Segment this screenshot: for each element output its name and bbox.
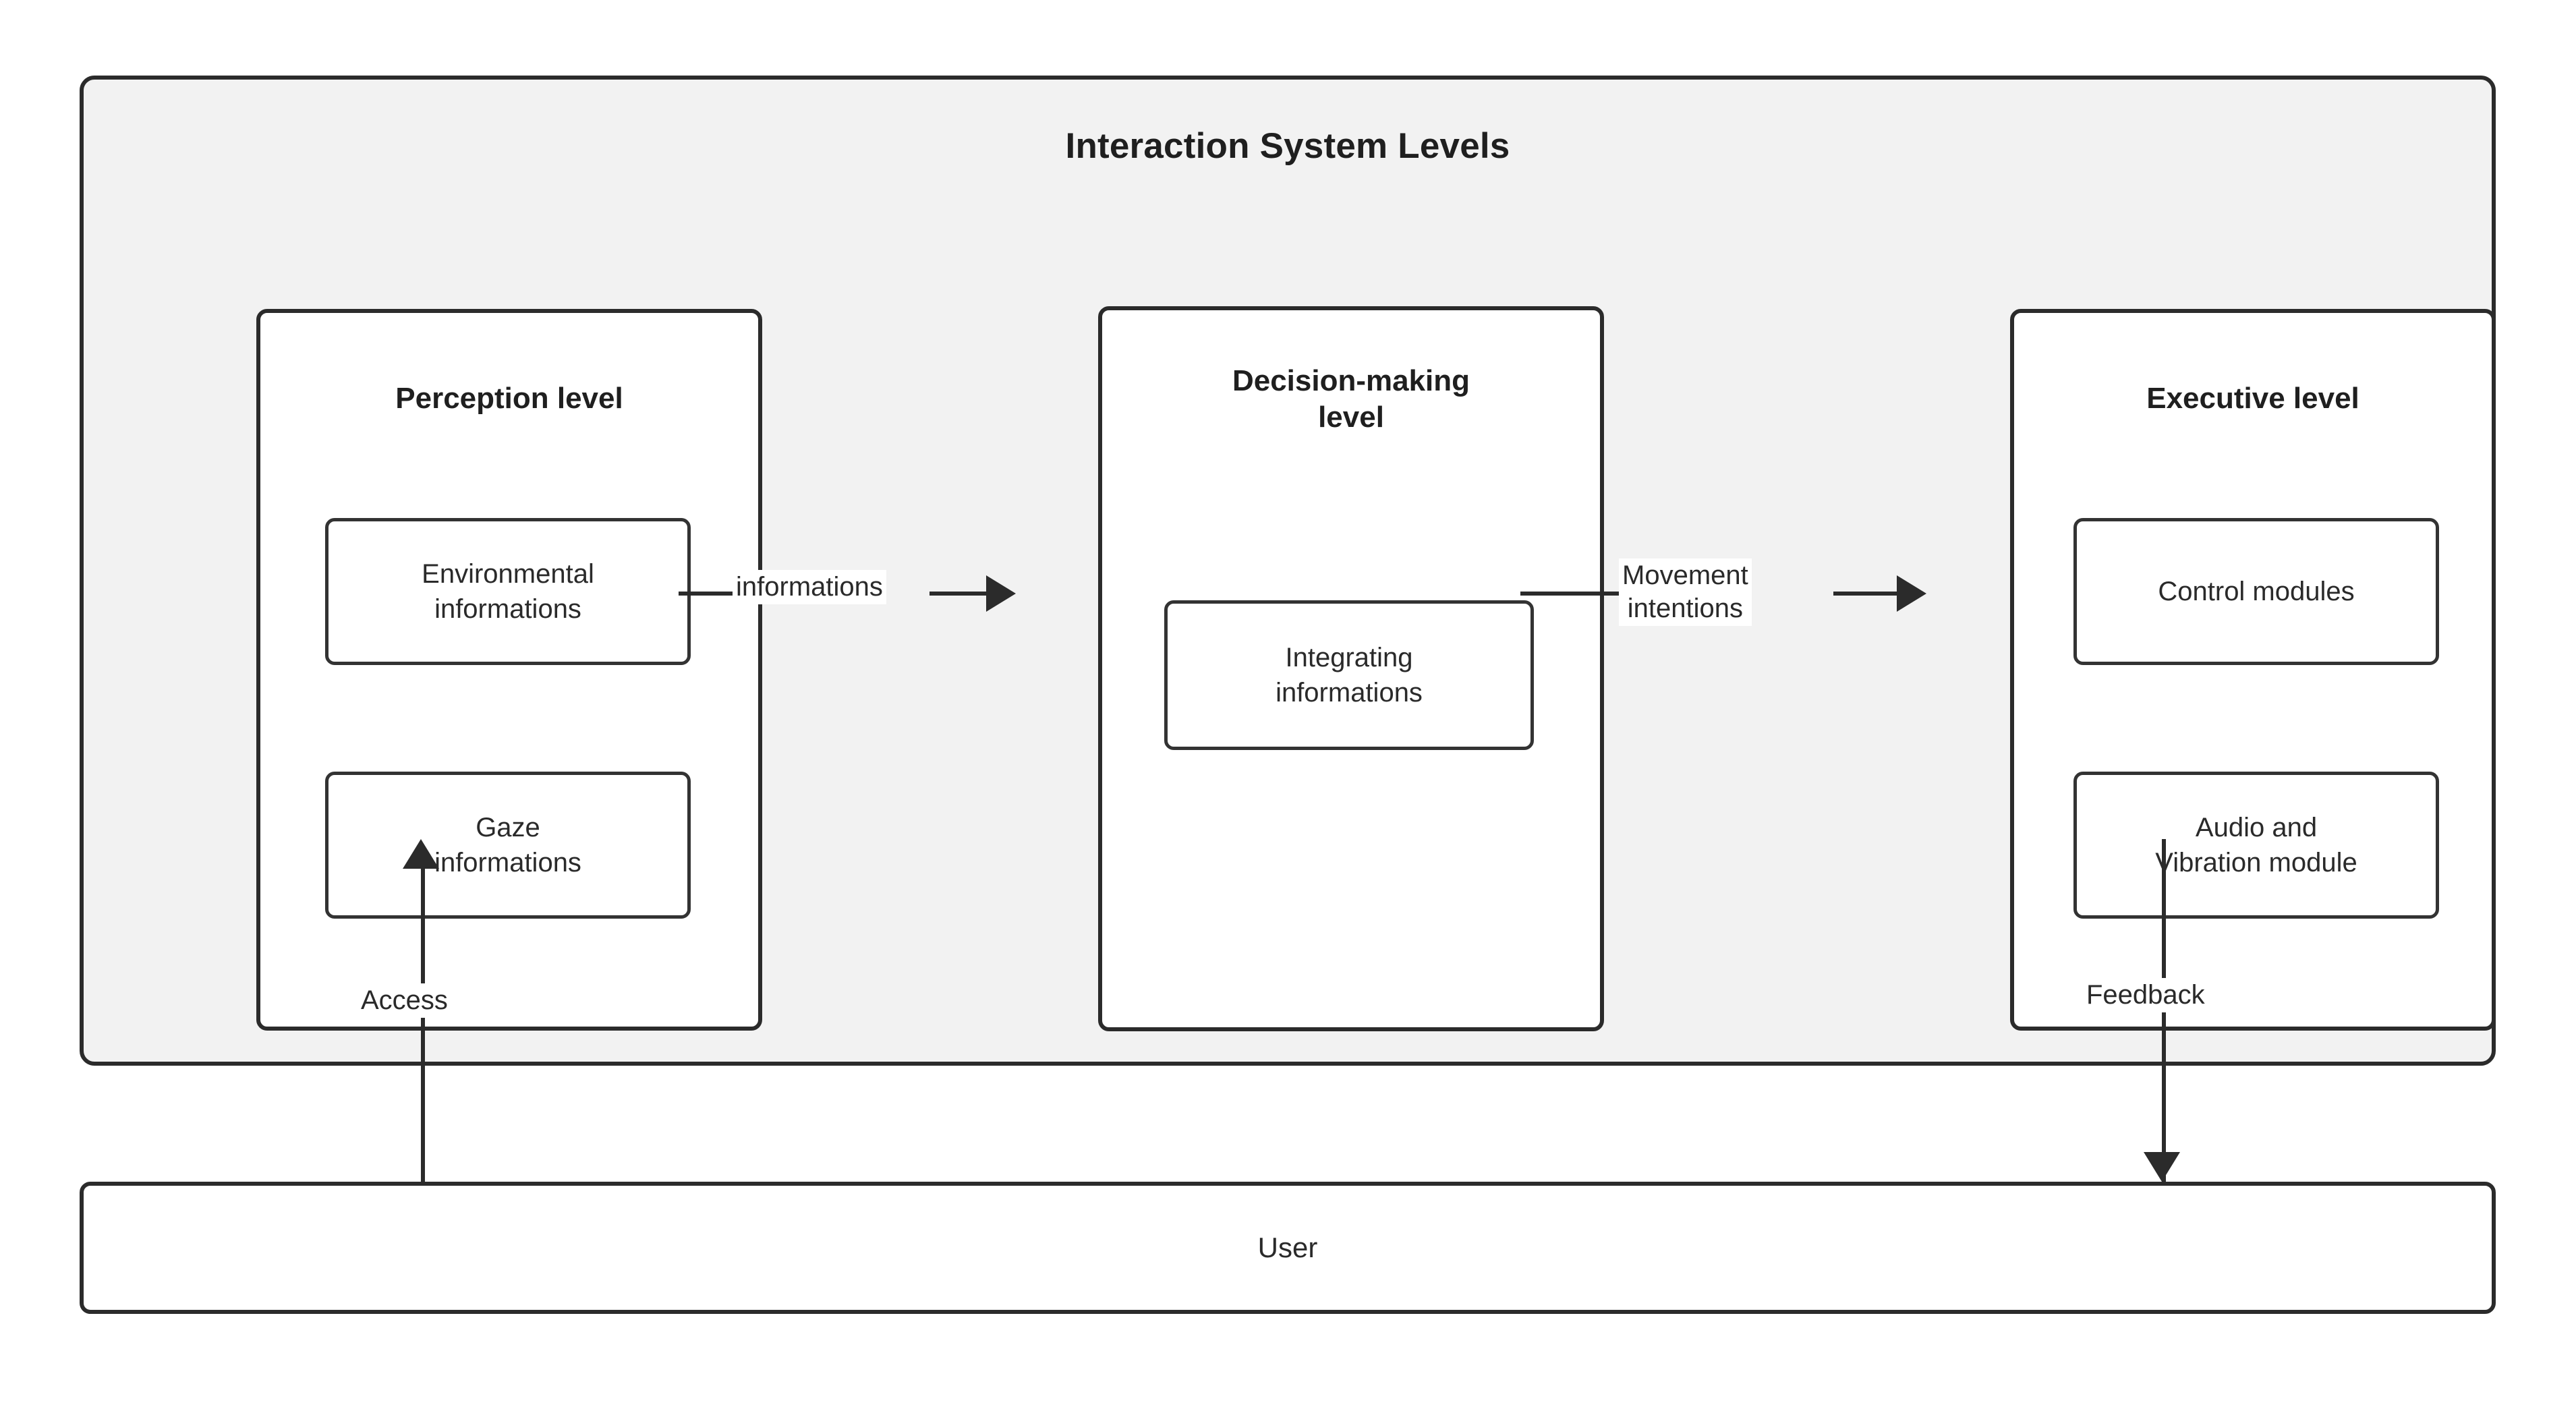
connector-decision-to-executive-segment-right: [1833, 592, 1899, 596]
level-title-executive: Executive level: [2146, 382, 2359, 415]
arrow-up-icon-user-to-gaze: [403, 839, 439, 869]
module-environmental-informations[interactable]: Environmental informations: [325, 518, 691, 665]
arrow-down-icon-audio-to-user: [2144, 1152, 2180, 1182]
connector-user-to-gaze: [421, 869, 425, 1184]
arrow-right-icon-perception-to-decision: [986, 575, 1016, 612]
interaction-system-container: Interaction System Levels Perception lev…: [80, 76, 2496, 1066]
connector-perception-to-decision-segment-left: [679, 592, 733, 596]
level-panel-executive[interactable]: Executive level: [2010, 309, 2496, 1031]
actor-user-label: User: [1257, 1232, 1318, 1263]
module-audio-vibration[interactable]: Audio and Vibration module: [2073, 772, 2439, 919]
connector-label-informations: informations: [733, 570, 886, 604]
arrow-right-icon-decision-to-executive: [1897, 575, 1926, 612]
level-panel-perception[interactable]: Perception level: [256, 309, 762, 1031]
module-gaze-informations[interactable]: Gaze informations: [325, 772, 691, 919]
connector-label-access: Access: [357, 983, 451, 1018]
module-control-modules[interactable]: Control modules: [2073, 518, 2439, 665]
connector-decision-to-executive-segment-left: [1520, 592, 1620, 596]
level-title-perception: Perception level: [395, 382, 623, 415]
level-title-decision-making: Decision-making level: [1232, 364, 1470, 434]
page-title: Interaction System Levels: [1065, 126, 1510, 166]
module-integrating-informations[interactable]: Integrating informations: [1164, 600, 1534, 750]
connector-label-movement-intentions: Movement intentions: [1619, 558, 1752, 626]
connector-label-feedback: Feedback: [2083, 978, 2208, 1012]
connector-perception-to-decision-segment-right: [929, 592, 989, 596]
actor-user-box[interactable]: User: [80, 1182, 2496, 1314]
